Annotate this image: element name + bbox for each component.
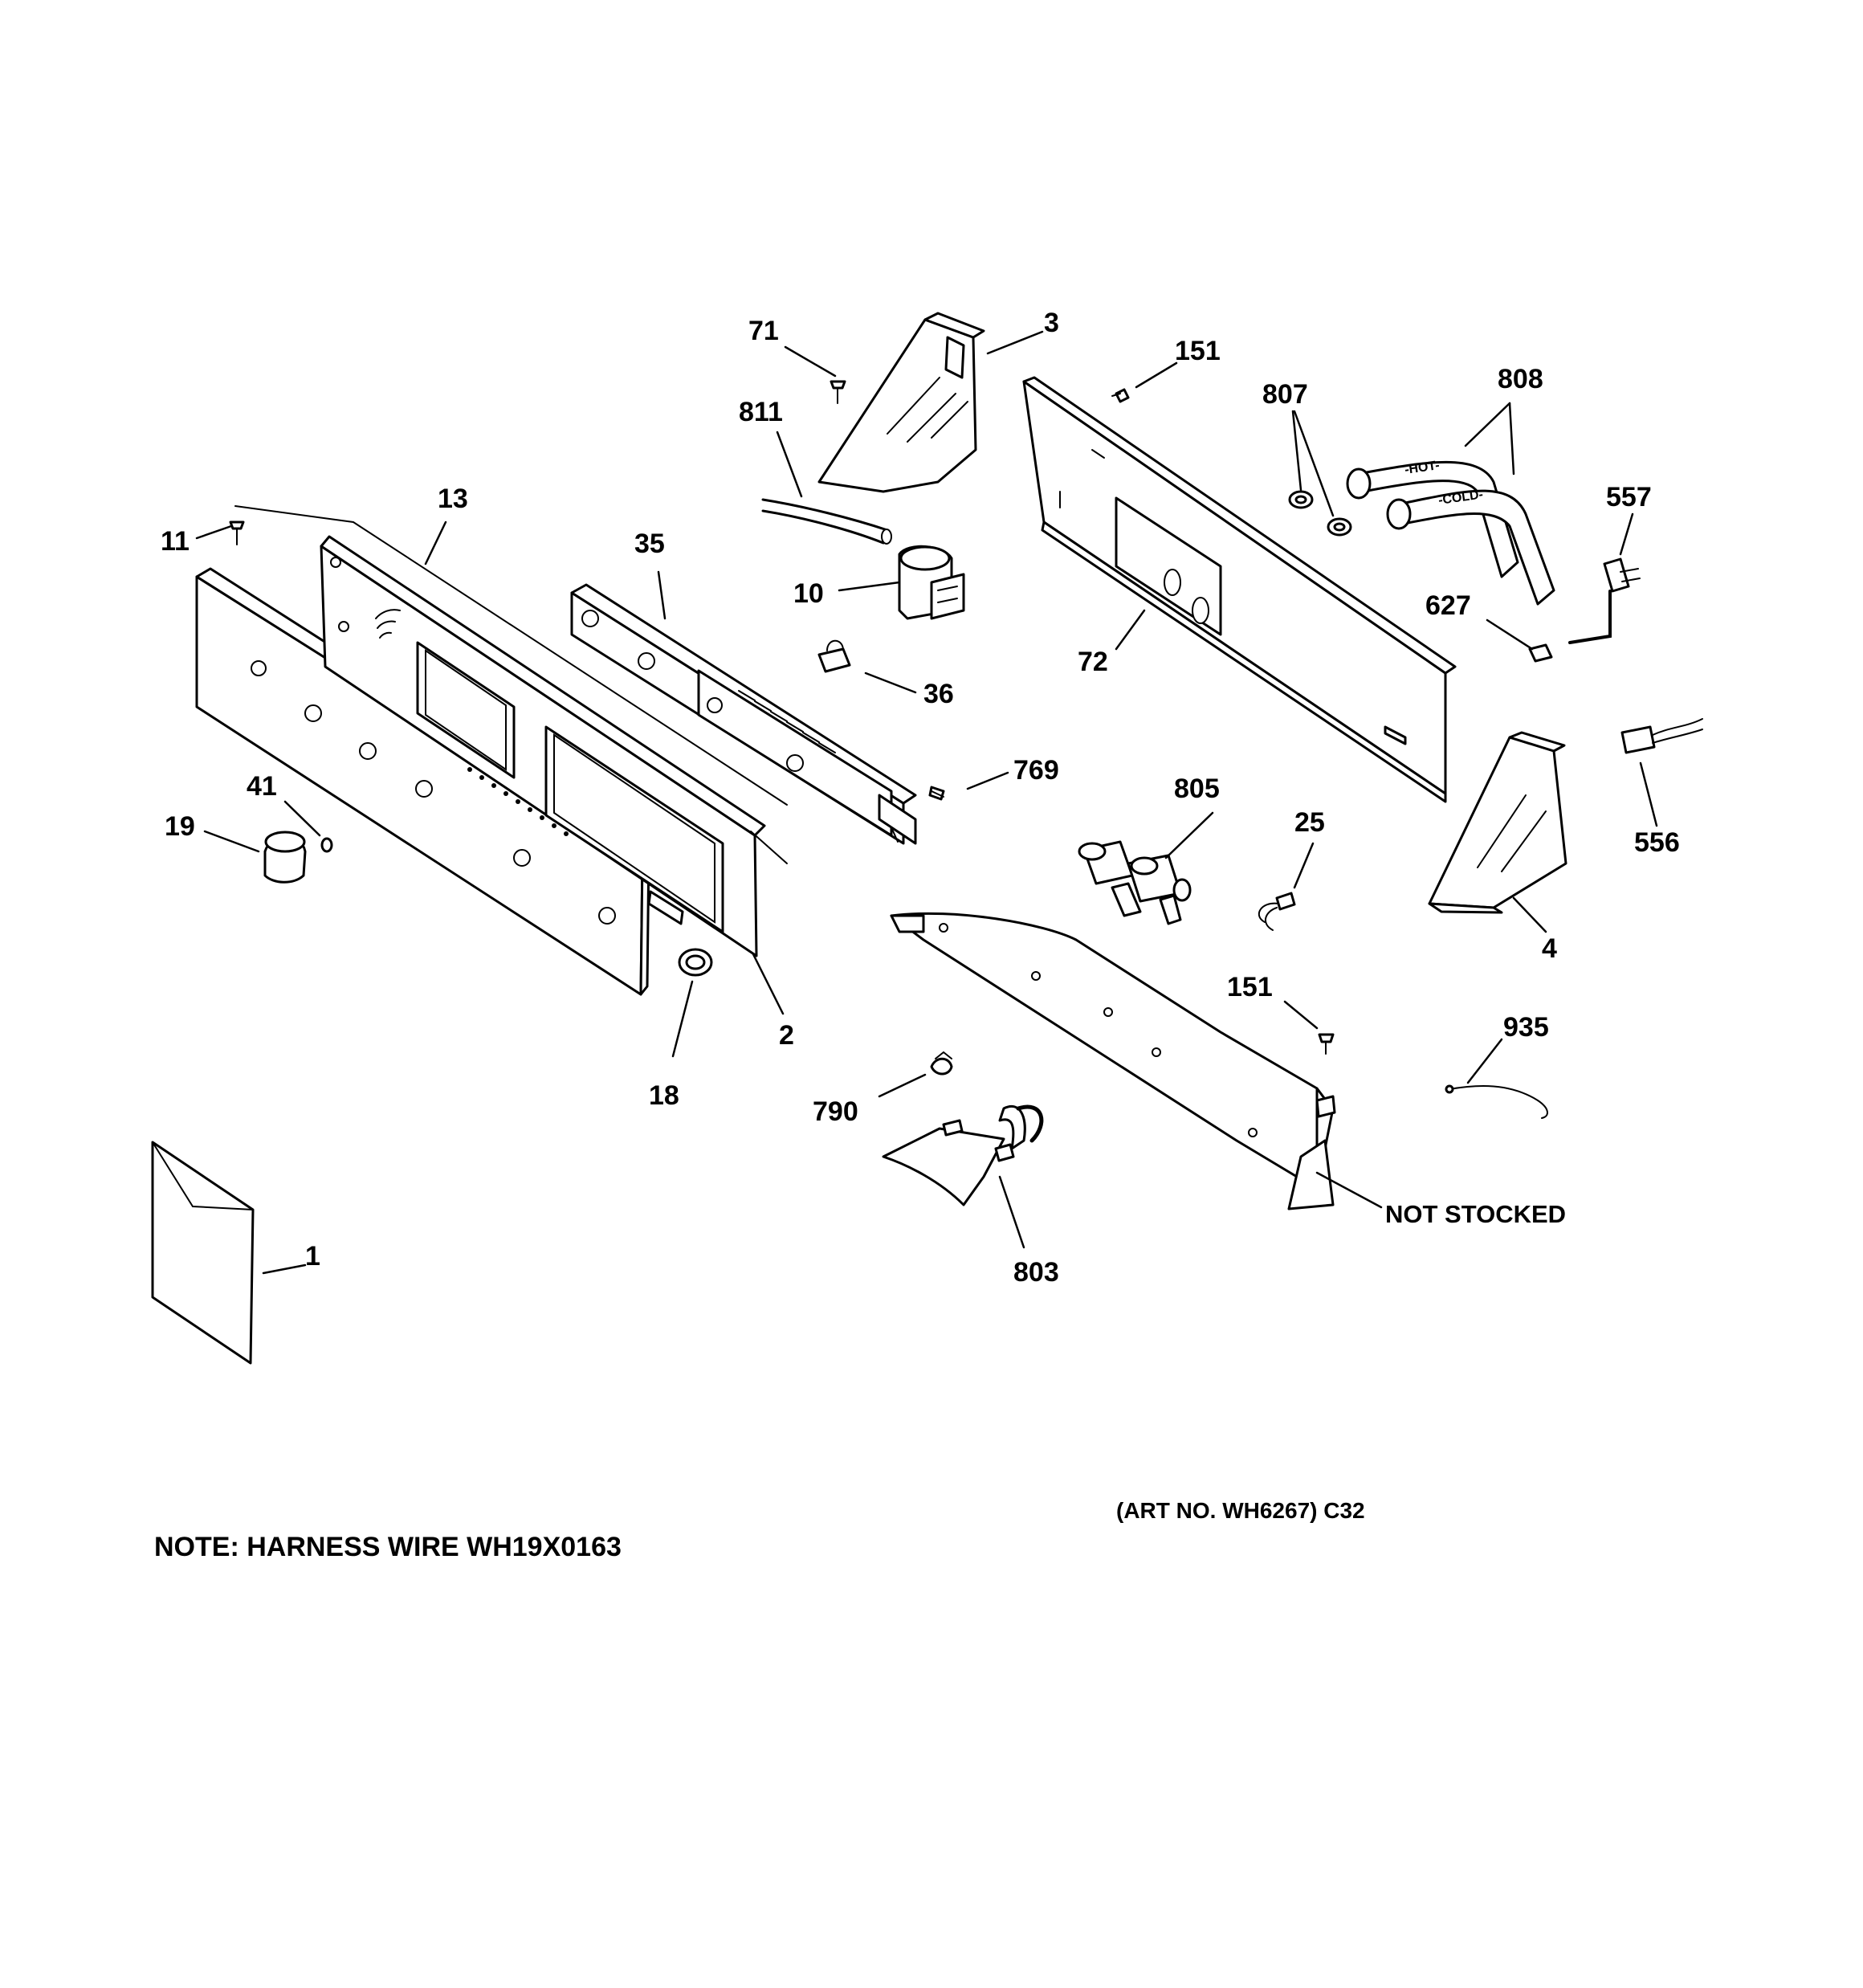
part-10-pressure-switch [898,545,965,620]
callout-805: 805 [1174,774,1220,804]
part-36-connector [817,639,851,673]
callout-19: 19 [165,811,195,842]
part-4-right-bracket [1428,731,1567,914]
part-151-screw-upper [1111,388,1130,403]
callout-25: 25 [1294,807,1325,838]
callout-811: 811 [739,397,783,427]
part-41-screw [320,837,333,853]
callout-18: 18 [649,1080,679,1111]
part-556-connector [1620,718,1703,754]
part-25-sensor [1258,892,1296,931]
part-13-panel-frame [320,535,788,957]
part-1-envelope [151,1141,255,1365]
callout-808: 808 [1498,364,1543,394]
callout-627: 627 [1425,590,1471,621]
part-769-screw [928,786,945,801]
callout-2: 2 [779,1020,794,1051]
part-627-clip [1528,643,1553,663]
part-805-water-valve [1078,840,1192,925]
harness-wire-note: NOTE: HARNESS WIRE WH19X0163 [154,1532,622,1562]
callout-11: 11 [161,526,190,557]
part-71-screw [830,380,846,404]
not-stocked-base-bracket [890,912,1336,1210]
part-811-tube [761,498,892,545]
callout-numbers: 71 3 811 151 807 808 557 13 11 35 10 72 … [161,308,1680,1288]
part-803-drain-hose [882,1104,1044,1206]
callout-35: 35 [634,529,665,559]
callout-769: 769 [1013,755,1059,786]
callout-41: 41 [247,771,277,802]
callout-151-lower: 151 [1227,972,1273,1002]
callout-3: 3 [1044,308,1059,338]
callout-72: 72 [1078,647,1108,677]
part-72-backsplash [1022,376,1457,803]
not-stocked-label: NOT STOCKED [1385,1200,1566,1228]
callout-1: 1 [305,1241,320,1272]
part-19-knob [263,831,307,884]
callout-13: 13 [438,484,468,514]
part-808-fill-hoses: -HOT- -COLD- [1346,459,1555,606]
part-3-left-bracket [817,312,985,493]
art-number: (ART NO. WH6267) C32 [1116,1498,1365,1523]
callout-807: 807 [1262,379,1308,410]
callout-10: 10 [793,578,824,609]
part-11-screw [229,520,245,545]
part-935-wire [1445,1084,1548,1119]
part-807-washer-2 [1327,517,1352,537]
leader-lines [195,330,1658,1275]
part-790-clamp [930,1051,953,1076]
part-13-panel-outline [234,505,788,806]
callout-556: 556 [1634,827,1680,858]
callout-803: 803 [1013,1257,1059,1288]
hose-hot-label: -HOT- [1404,459,1440,477]
callout-151-upper: 151 [1175,336,1221,366]
callout-935: 935 [1503,1012,1549,1043]
part-557-power-cord [1568,557,1641,644]
part-151-screw-lower [1318,1033,1335,1055]
part-807-washer-1 [1288,490,1314,509]
part-35-board-bracket [570,583,917,845]
callout-790: 790 [813,1096,858,1127]
callout-71: 71 [748,316,779,346]
callout-557: 557 [1606,482,1652,512]
callout-4: 4 [1542,933,1557,964]
part-18-grommet [678,948,713,977]
callout-36: 36 [923,679,954,709]
